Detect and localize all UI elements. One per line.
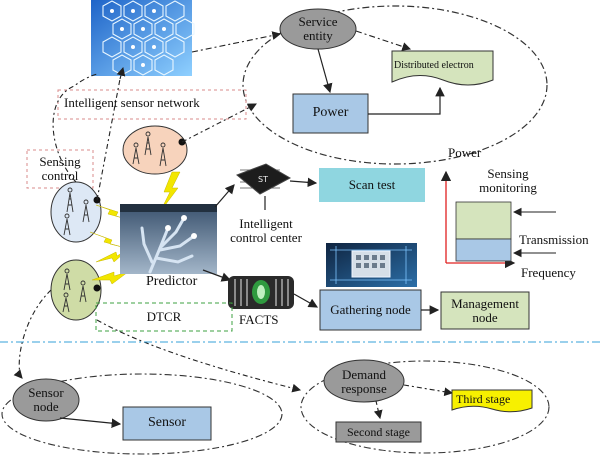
power-axis-label: Power	[448, 145, 482, 160]
peach-sensor-ellipse	[122, 125, 188, 175]
link-line	[52, 73, 98, 183]
management-node-label: Management node	[441, 292, 529, 329]
sensor-network-label: Intelligent sensor network	[64, 95, 200, 110]
sensor-label: Sensor	[147, 415, 187, 431]
facts-device-image	[228, 276, 294, 309]
demand-response-label: Demand response	[324, 362, 404, 402]
demand-response-shape	[323, 359, 405, 403]
sensing-band-rect	[455, 201, 512, 240]
management-node-line1: Management	[451, 295, 519, 311]
olive-to-demand-arrow	[96, 319, 302, 393]
sensing-monitoring-label: Sensing monitoring	[458, 163, 558, 199]
spectrum-inset	[440, 170, 556, 269]
distributed-electron-shape	[391, 50, 494, 86]
power-box-label: Power	[312, 105, 349, 121]
svg-text:ST: ST	[258, 175, 268, 184]
sensor-node-line2: node	[33, 399, 59, 414]
service-to-power-arrow	[317, 48, 333, 94]
sensing-control-line2: control	[41, 168, 79, 183]
chip-to-scan-arrow	[289, 177, 318, 188]
management-node-box-shape	[440, 291, 530, 330]
service-area-ellipse	[242, 5, 548, 165]
control-center-line1: Intelligent	[239, 216, 293, 232]
gathering-node-box-shape	[319, 289, 422, 331]
olive-node-dot	[93, 284, 101, 292]
dtcr-box	[95, 302, 233, 332]
predictor-to-facts-arrow	[202, 269, 232, 282]
link-line	[116, 66, 126, 80]
demand-area-ellipse	[300, 360, 550, 454]
control-center-line2: control center	[230, 230, 302, 245]
facts-to-gathering-arrow	[293, 293, 319, 308]
sensor-area-ellipse	[1, 373, 283, 455]
sensing-control-label: Sensing control	[27, 150, 93, 188]
robot-hand-image	[120, 204, 217, 274]
power-to-electron-arrow	[368, 86, 445, 115]
predictor-label: Predictor	[146, 274, 198, 289]
second-stage-shape	[335, 421, 422, 443]
sensor-node-line1: Sensor	[28, 385, 64, 401]
dtcr-label: DTCR	[146, 309, 182, 325]
sensor-node-label: Sensor node	[13, 379, 79, 421]
sensor-node-shape	[12, 378, 80, 422]
transmission-band-rect	[455, 238, 512, 262]
third-stage-label: Third stage	[456, 392, 511, 406]
power-box-shape	[292, 93, 369, 134]
frequency-axis-label: Frequency	[521, 265, 576, 280]
demand-response-line1: Demand	[341, 367, 387, 383]
sensing-control-box	[26, 149, 94, 189]
sensing-monitoring-line2: monitoring	[479, 180, 537, 195]
sensing-control-line1: Sensing	[39, 154, 81, 170]
control-center-label: Intelligent control center	[220, 212, 312, 250]
circuit-board-image	[326, 243, 417, 287]
facts-label: FACTS	[239, 312, 279, 327]
transmission-label: Transmission	[519, 232, 589, 247]
third-stage-shape	[451, 389, 533, 413]
lightning-bolt-icon	[89, 171, 181, 285]
scan-test-box-shape	[319, 168, 425, 202]
demand-response-line2: response	[341, 381, 387, 396]
predictor-to-chip-arrow	[214, 184, 235, 208]
service-entity-line2: entity	[303, 28, 333, 43]
network-to-service-arrow	[191, 31, 282, 53]
peach-to-power-arrow	[181, 103, 257, 143]
service-to-electron-arrow	[355, 30, 412, 51]
demand-to-second-arrow	[373, 400, 383, 420]
service-entity-label: Service entity	[282, 10, 354, 48]
distributed-electron-label: Distributed electron	[394, 60, 474, 71]
sensing-monitoring-line1: Sensing	[487, 166, 529, 182]
link-line	[96, 78, 121, 201]
service-entity-line1: Service	[298, 14, 338, 30]
olive-sensor-ellipse	[50, 259, 102, 321]
radio-tower-icon	[62, 131, 167, 313]
olive-to-sensor-node-arrow	[13, 289, 52, 379]
light-blue-sensor-ellipse	[50, 181, 102, 243]
gathering-node-label: Gathering node	[330, 302, 411, 318]
network-hexagon-image	[91, 0, 195, 76]
chip-image: ST	[236, 163, 292, 195]
sensor-box-shape	[122, 406, 212, 441]
management-node-line2: node	[472, 309, 498, 325]
sensor-node-to-sensor-arrow	[59, 417, 122, 428]
demand-to-third-arrow	[403, 384, 454, 397]
second-stage-label: Second stage	[347, 424, 410, 439]
scan-test-label: Scan test	[348, 177, 396, 193]
